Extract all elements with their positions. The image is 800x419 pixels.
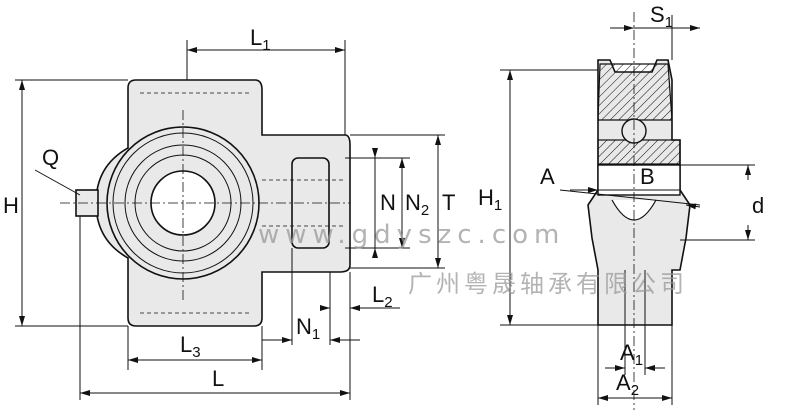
front-view xyxy=(60,79,351,327)
label-Q: Q xyxy=(42,145,59,170)
label-H1: H1 xyxy=(478,185,502,214)
section-hatch xyxy=(597,63,673,121)
label-A: A xyxy=(540,164,555,189)
label-N1: N1 xyxy=(296,314,320,343)
label-d: d xyxy=(752,193,764,218)
label-N2: N2 xyxy=(405,190,429,219)
label-T: T xyxy=(442,190,455,215)
label-S1: S1 xyxy=(650,2,673,31)
ring-section xyxy=(597,139,681,165)
side-view xyxy=(587,12,691,410)
label-H: H xyxy=(3,193,19,218)
label-N: N xyxy=(380,190,396,215)
watermark-company: 广州粤晟轴承有限公司 xyxy=(408,270,688,298)
side-dimensions: S1 H1 B A d A1 A2 xyxy=(478,2,764,405)
watermark-url: www.gdyszc.com xyxy=(258,220,565,250)
label-A2: A2 xyxy=(616,370,639,399)
label-A1: A1 xyxy=(620,340,643,369)
label-L3: L3 xyxy=(180,332,201,361)
label-B: B xyxy=(640,164,655,189)
label-L1: L1 xyxy=(250,25,271,54)
label-L2: L2 xyxy=(372,282,393,311)
front-dimensions: L1 H Q N N2 T L2 N1 L3 xyxy=(3,25,455,400)
slot xyxy=(291,157,330,249)
label-L: L xyxy=(212,366,224,391)
